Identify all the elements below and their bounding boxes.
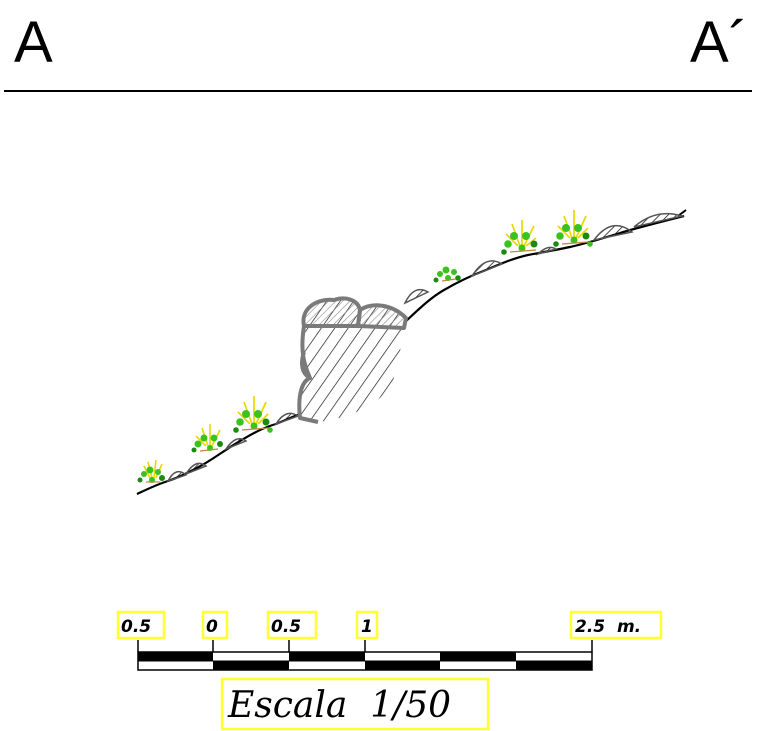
tick-label: 2.5 m.: [575, 617, 641, 637]
section-label-right: A´: [690, 10, 748, 75]
scale-title-box: [220, 677, 490, 731]
rock-mound: [470, 260, 504, 278]
rock-outcrop: [297, 296, 408, 424]
rock-block-top-right: [356, 303, 408, 330]
terrain-profile-lower: [136, 412, 301, 495]
tick-label: 0.5: [271, 617, 301, 637]
shrub: [433, 266, 461, 283]
rock-mound: [633, 212, 685, 228]
rock-mound: [592, 224, 634, 242]
rock-mound: [166, 470, 188, 483]
tick-label-box: [266, 610, 318, 640]
rock-mound: [535, 246, 558, 256]
tick-label-box: [116, 610, 166, 640]
rock-mounds-upper: [403, 212, 685, 305]
rock-mound: [224, 438, 248, 451]
scale-bar: 0.5 0 0.5 1 2.5 m.: [116, 610, 663, 731]
scale-ticks: [137, 640, 593, 652]
tick-label: 0: [206, 617, 218, 637]
scale-tick-labels: 0.5 0 0.5 1 2.5 m.: [116, 610, 663, 640]
rock-mound: [184, 462, 208, 476]
rock-outcrop-body: [297, 298, 406, 422]
rock-block-top-left: [301, 296, 362, 328]
rock-mound: [403, 288, 430, 305]
tick-label: 1: [361, 617, 373, 637]
scale-bar-segments: [137, 651, 593, 671]
rock-joint: [300, 351, 312, 380]
shrub: [553, 210, 593, 247]
tick-label-box: [569, 610, 663, 640]
tick-label-box: [201, 610, 229, 640]
tick-label-box: [355, 610, 379, 640]
shrub: [191, 424, 223, 453]
section-label-left: A: [14, 10, 53, 75]
rock-mound: [274, 412, 300, 426]
rock-mounds-lower: [166, 412, 300, 483]
shrub: [137, 459, 165, 483]
scale-title: Escala 1/50: [227, 685, 451, 726]
shrub: [501, 220, 538, 255]
tick-label: 0.5: [121, 617, 151, 637]
shrub: [233, 396, 273, 433]
